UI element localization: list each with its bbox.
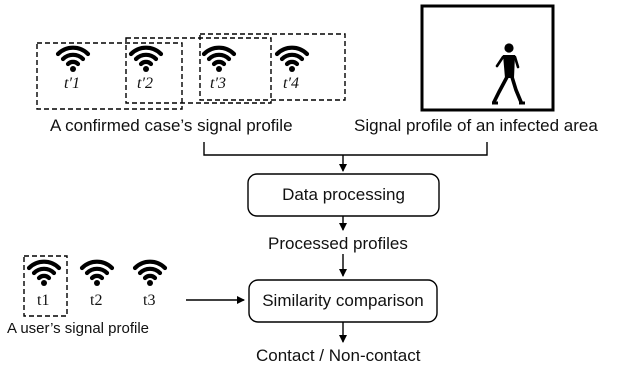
wifi-icon [277,48,307,72]
wifi-icon [204,48,234,72]
timestamp-t3-prime: t′3 [210,75,226,92]
wifi-icon [29,262,59,286]
walking-person-icon [492,43,525,105]
wifi-icon [58,48,88,72]
wifi-icon [135,262,165,286]
timestamp-t4-prime: t′4 [283,75,299,92]
user-dashed-window [23,255,68,317]
timestamp-t2: t2 [90,292,103,309]
confirmed-case-caption: A confirmed case’s signal profile [50,116,293,135]
connector-left [203,142,343,156]
wifi-icon [82,262,112,286]
timestamp-t3: t3 [143,292,156,309]
timestamp-t1-prime: t′1 [64,75,80,92]
infected-area-box [420,4,555,112]
wifi-icon [131,48,161,72]
user-profile-caption: A user’s signal profile [7,320,150,337]
timestamp-t1: t1 [37,292,50,309]
data-processing-label: Data processing [282,185,405,204]
infected-area-caption: Signal profile of an infected area [354,116,598,135]
similarity-comparison-label: Similarity comparison [262,291,424,310]
dashed-window-1 [36,42,183,110]
timestamp-t2-prime: t′2 [137,75,153,92]
dashed-window-2 [125,37,272,104]
processed-profiles-label: Processed profiles [268,234,408,253]
connector-right [343,142,488,156]
contact-result-label: Contact / Non-contact [256,346,421,365]
dashed-window-3 [199,33,346,101]
